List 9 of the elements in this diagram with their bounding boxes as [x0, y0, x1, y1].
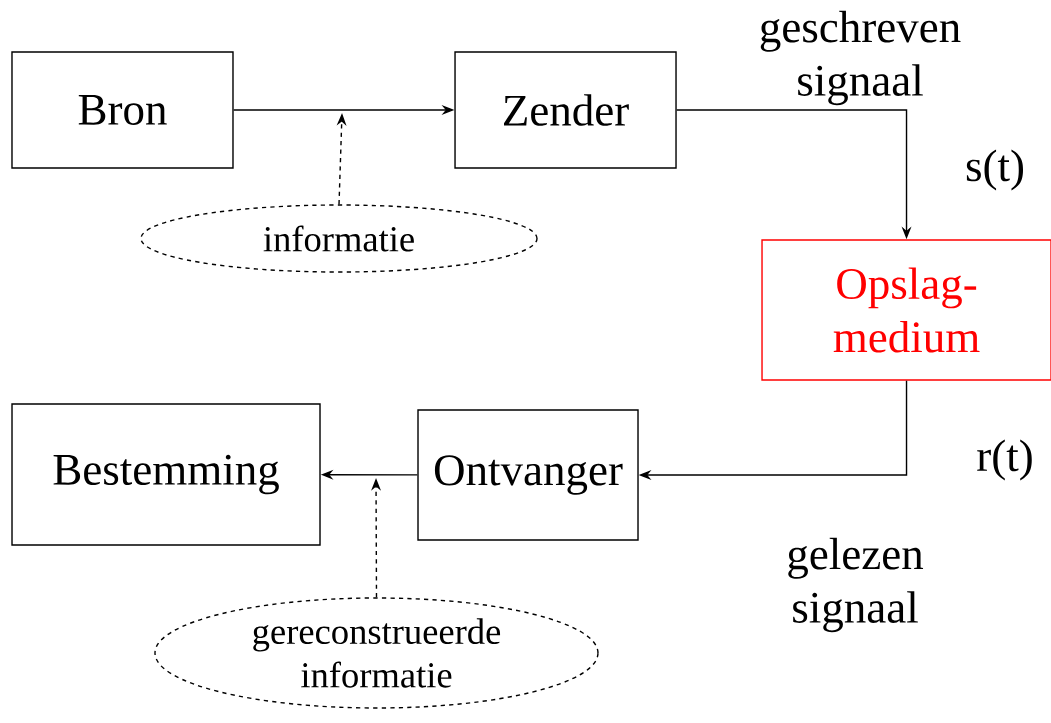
- signal-label: geschreven signaal: [760, 10, 961, 106]
- process-box: Bestemming: [11, 403, 321, 546]
- process-box: Ontvanger: [417, 409, 639, 541]
- process-box: Bron: [11, 51, 234, 169]
- signal-label: s(t): [966, 149, 1023, 191]
- signal-label: gelezen signaal: [788, 537, 924, 633]
- storage-box: Opslag- medium: [761, 239, 1051, 381]
- process-box: Zender: [454, 51, 677, 169]
- signal-label: r(t): [977, 439, 1032, 481]
